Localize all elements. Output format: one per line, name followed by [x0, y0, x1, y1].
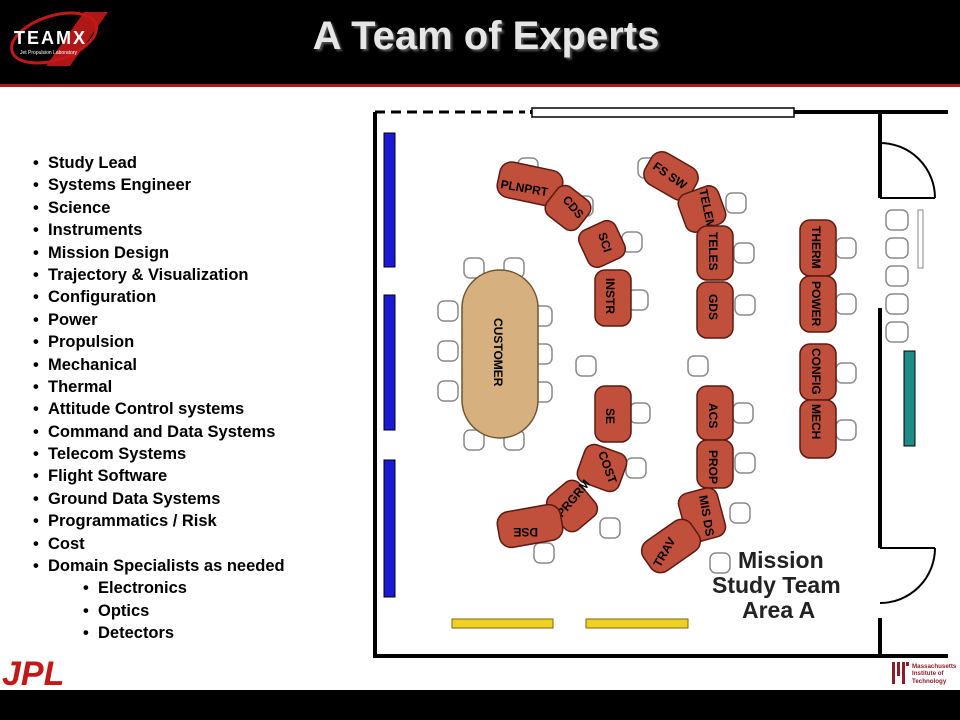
bullet-item: Propulsion — [33, 331, 285, 353]
desk-fs-sw — [643, 151, 699, 201]
desk-sci — [577, 219, 627, 269]
station-desks: PLNPRT CDS SCI INSTR FS SW TELEM TELES G… — [496, 151, 837, 574]
desk-config-label: CONFIG — [809, 348, 823, 395]
bullet-item: Systems Engineer — [33, 174, 285, 196]
jpl-logo: JPL — [2, 655, 64, 689]
bullet-item: Electronics — [33, 577, 285, 599]
bullet-item: Configuration — [33, 286, 285, 308]
desk-mech — [799, 399, 837, 459]
area-title: Mission Study Team Area A — [712, 547, 841, 623]
desk-dse — [496, 503, 564, 549]
footer-bar — [0, 690, 960, 720]
customer-table-group: CUSTOMER — [437, 257, 553, 451]
desk-power — [799, 275, 837, 333]
bullet-item: Mechanical — [33, 354, 285, 376]
mit-line-3: Technology — [912, 677, 947, 685]
desk-cds — [544, 184, 592, 232]
desk-instr — [594, 269, 632, 327]
header-bar — [0, 0, 960, 84]
expert-list: Study LeadSystems EngineerScienceInstrum… — [33, 152, 285, 645]
desk-mech-label: MECH — [809, 404, 823, 439]
blue-screen-1 — [383, 132, 396, 268]
floorplan: CUSTOMER PLNPRT CDS SCI INSTR — [373, 107, 948, 658]
bullet-item: Trajectory & Visualization — [33, 264, 285, 286]
bullet-item: Ground Data Systems — [33, 488, 285, 510]
desk-acs-label: ACS — [706, 403, 720, 428]
desk-se-label: SE — [603, 408, 617, 424]
mit-wordmark: Massachusetts Institute of Technology — [912, 663, 956, 685]
bullet-item: Study Lead — [33, 152, 285, 174]
area-title-line-3: Area A — [742, 597, 815, 623]
bullet-item: Telecom Systems — [33, 443, 285, 465]
bullet-item: Instruments — [33, 219, 285, 241]
bullet-item: Cost — [33, 533, 285, 555]
desk-therm-label: THERM — [809, 226, 823, 269]
jpl-logo-text: JPL — [2, 655, 64, 689]
blue-screen-3 — [383, 459, 396, 598]
desk-power-label: POWER — [809, 281, 823, 327]
bullet-item: Attitude Control systems — [33, 398, 285, 420]
window-top — [531, 107, 795, 118]
room-walls — [373, 110, 948, 658]
area-title-line-1: Mission — [738, 547, 824, 573]
bullet-item: Thermal — [33, 376, 285, 398]
bullet-item: Science — [33, 197, 285, 219]
desk-trav — [640, 518, 702, 574]
door-top-right — [879, 142, 936, 604]
teal-screen — [903, 350, 916, 447]
mit-line-1: Massachusetts — [912, 663, 957, 670]
desk-cost — [576, 443, 628, 493]
desk-gds-label: GDS — [706, 294, 720, 320]
whiteboard-right — [917, 209, 924, 269]
bullet-item: Command and Data Systems — [33, 421, 285, 443]
bullet-item: Detectors — [33, 622, 285, 644]
desk-se — [594, 385, 632, 443]
teamx-logo: TEAMX Jet Propulsion Laboratory — [10, 11, 108, 66]
customer-table — [461, 269, 539, 439]
bullet-item: Programmatics / Risk — [33, 510, 285, 532]
desk-teles-label: TELES — [706, 232, 720, 271]
logo-subtext: Jet Propulsion Laboratory — [20, 50, 77, 56]
area-title-line-2: Study Team — [712, 572, 841, 598]
desk-teles — [696, 225, 734, 281]
mit-line-2: Institute of — [912, 670, 944, 678]
desk-dse-label: DSE — [513, 525, 538, 539]
logo-text: TEAMX — [14, 28, 87, 48]
desk-sci-label: SCI — [595, 231, 614, 254]
header-rule — [0, 84, 960, 87]
bullet-item: Flight Software — [33, 465, 285, 487]
bullet-item: Optics — [33, 600, 285, 622]
bullet-item: Domain Specialists as needed — [33, 555, 285, 577]
desk-instr-label: INSTR — [603, 278, 617, 314]
mit-logo — [892, 662, 909, 684]
yellow-screen-2 — [585, 618, 689, 629]
desk-prop-label: PROP — [706, 450, 720, 484]
yellow-screen-1 — [451, 618, 554, 629]
desk-gds — [696, 281, 734, 339]
bullet-item: Mission Design — [33, 242, 285, 264]
wall-chairs — [885, 209, 909, 343]
blue-screen-2 — [383, 294, 396, 431]
desk-prop — [696, 439, 734, 489]
customer-table-label: CUSTOMER — [491, 318, 505, 387]
bullet-item: Power — [33, 309, 285, 331]
page-title: A Team of Experts — [312, 14, 660, 58]
